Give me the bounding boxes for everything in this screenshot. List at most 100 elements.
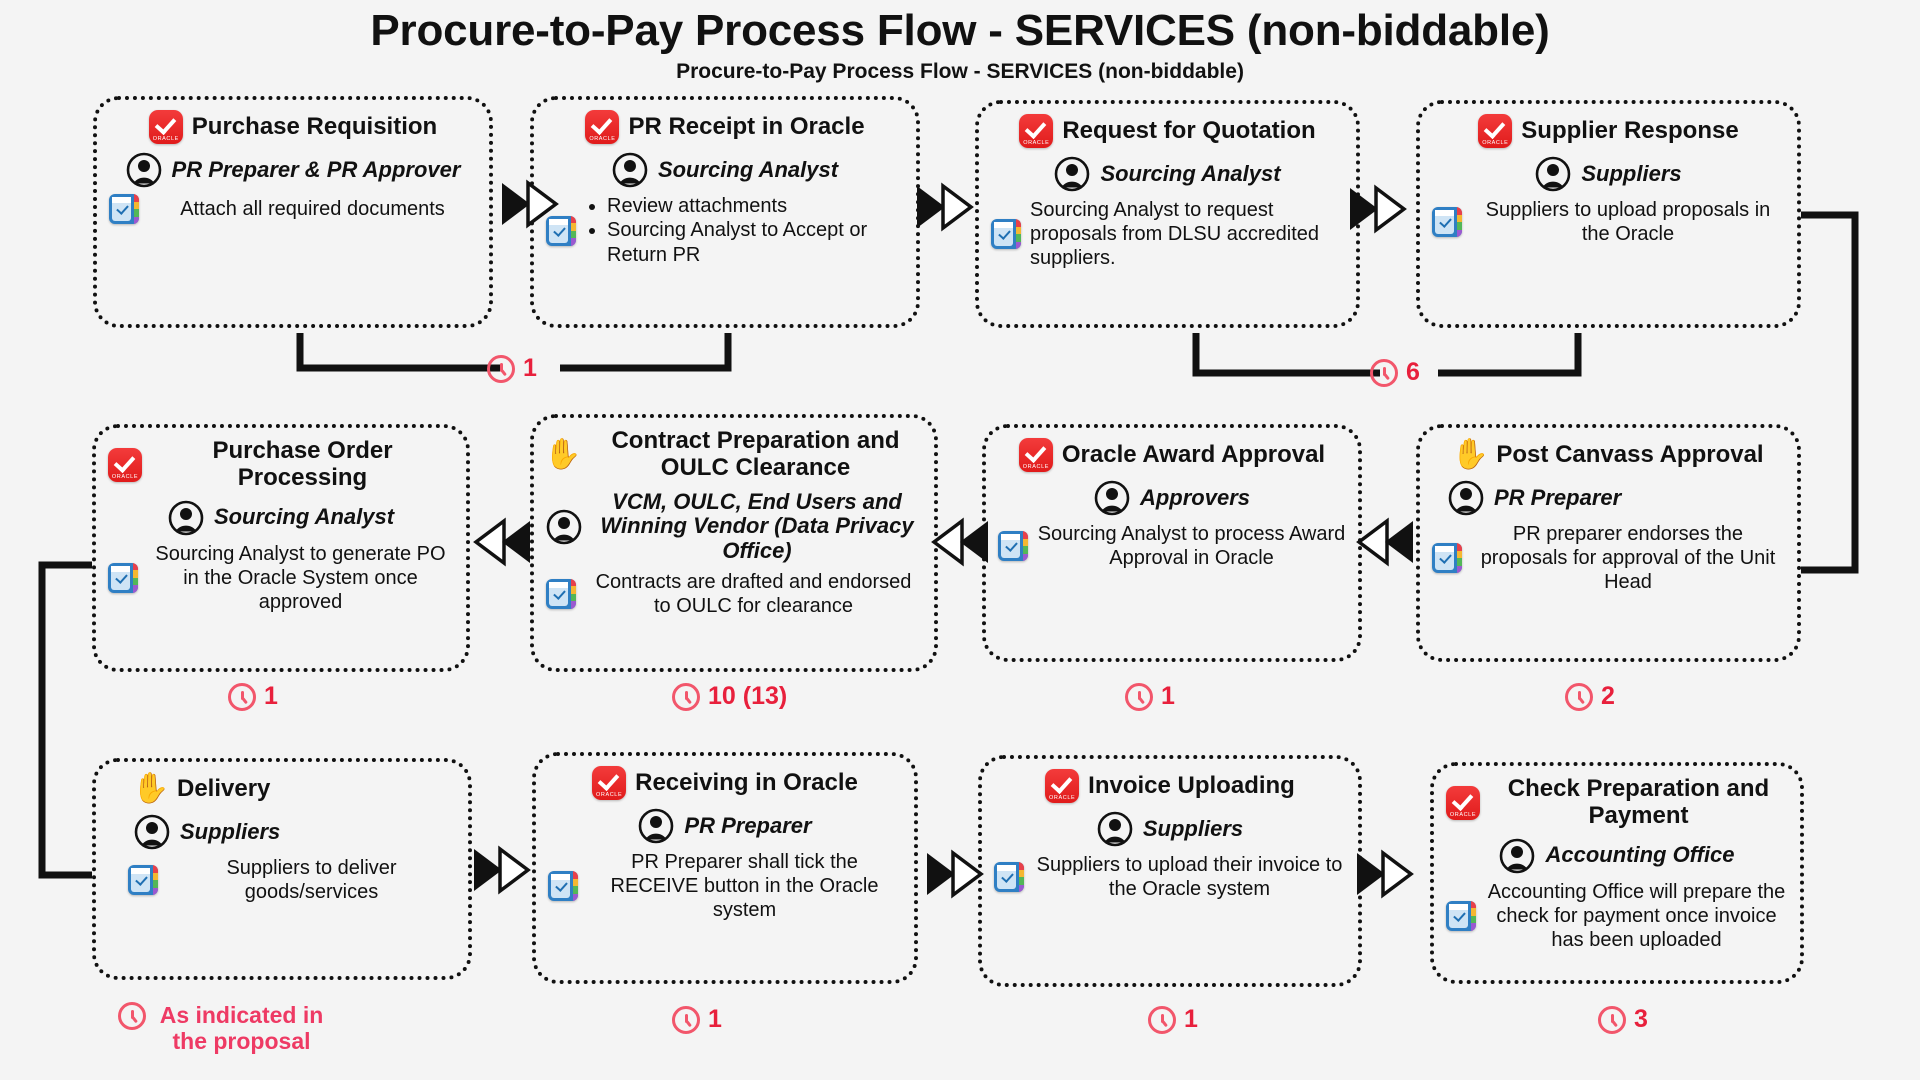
- arrow-receiving-to-invoice: [925, 845, 985, 908]
- hand-icon: ✋: [1451, 438, 1490, 471]
- step-contract-preparation-oulc-clearance[interactable]: ✋ Contract Preparation and OULC Clearanc…: [530, 414, 938, 672]
- duration-row1-mid: 1: [487, 354, 537, 383]
- hand-icon: ✋: [132, 772, 170, 805]
- clock-icon: [672, 682, 700, 711]
- notes-checklist-icon: [1432, 543, 1462, 573]
- step-actor: Suppliers: [1142, 815, 1244, 841]
- person-icon: [168, 500, 204, 536]
- step-title: Supplier Response: [1521, 116, 1739, 144]
- duration-value: 1: [708, 1005, 722, 1033]
- arrow-invoice-to-check-payment: [1355, 845, 1415, 908]
- step-actor: Approvers: [1139, 484, 1251, 510]
- step-description: Suppliers to deliver goods/services: [226, 857, 397, 903]
- step-desc-row: Suppliers to deliver goods/services: [108, 856, 456, 904]
- step-actor-row: Approvers: [998, 480, 1346, 516]
- step-title: Contract Preparation and OULC Clearance: [611, 427, 900, 481]
- step-actor-row: Sourcing Analyst: [546, 152, 904, 188]
- step-desc-row: Suppliers to upload their invoice to the…: [994, 853, 1346, 901]
- step-actor-row: VCM, OULC, End Users and Winning Vendor …: [546, 488, 922, 564]
- step-description: Accounting Office will prepare the check…: [1487, 880, 1786, 951]
- step-title: Purchase Requisition: [191, 112, 438, 140]
- step-post-canvass-approval[interactable]: ✋ Post Canvass Approval PR Preparer PR p…: [1416, 424, 1801, 662]
- step-description: Contracts are drafted and endorsed to OU…: [595, 570, 912, 617]
- step-actor: Suppliers: [180, 818, 281, 844]
- oracle-check-icon: [1019, 114, 1054, 148]
- step-actor: Sourcing Analyst: [657, 156, 839, 182]
- step-actor: Sourcing Analyst: [213, 504, 395, 530]
- person-icon: [639, 808, 674, 844]
- duration-post-canvass-approval: 2: [1565, 682, 1615, 711]
- step-title: Receiving in Oracle: [635, 768, 858, 796]
- step-title-row: Request for Quotation: [991, 114, 1344, 148]
- notes-checklist-icon: [1432, 207, 1462, 237]
- duration-receiving-in-oracle: 1: [672, 1005, 722, 1034]
- arrow-rfq-to-supplier-response: [1348, 180, 1408, 243]
- step-actor: VCM, OULC, End Users and Winning Vendor …: [600, 488, 914, 563]
- step-description-bullets: Review attachments Sourcing Analyst to A…: [585, 194, 904, 267]
- duration-value: 2: [1601, 682, 1615, 710]
- duration-delivery: As indicated in the proposal: [118, 1002, 329, 1055]
- step-title: Post Canvass Approval: [1496, 440, 1764, 468]
- step-supplier-response[interactable]: Supplier Response Suppliers Suppliers to…: [1416, 100, 1801, 328]
- step-actor: PR Preparer: [684, 812, 812, 838]
- oracle-check-icon: [592, 766, 627, 800]
- duration-value: 10 (13): [708, 682, 788, 710]
- step-pr-receipt-in-oracle[interactable]: PR Receipt in Oracle Sourcing Analyst Re…: [530, 96, 920, 328]
- step-actor: PR Preparer: [1494, 484, 1622, 510]
- step-title-row: Purchase Requisition: [109, 110, 477, 144]
- duration-value: 3: [1634, 1005, 1648, 1033]
- step-title-row: Supplier Response: [1432, 114, 1785, 148]
- oracle-check-icon: [108, 447, 142, 482]
- step-actor-row: PR Preparer: [548, 808, 902, 844]
- step-check-preparation-and-payment[interactable]: Check Preparation and Payment Accounting…: [1430, 762, 1804, 984]
- step-desc-row: Sourcing Analyst to generate PO in the O…: [108, 542, 454, 614]
- duration-purchase-order-processing: 1: [228, 682, 278, 711]
- step-invoice-uploading[interactable]: Invoice Uploading Suppliers Suppliers to…: [978, 755, 1362, 987]
- notes-checklist-icon: [108, 562, 138, 593]
- person-icon: [612, 152, 648, 188]
- step-desc-row: Accounting Office will prepare the check…: [1446, 880, 1788, 952]
- clock-icon: [1148, 1005, 1176, 1034]
- step-description: Attach all required documents: [180, 198, 445, 220]
- step-title-row: ✋ Post Canvass Approval: [1432, 438, 1785, 472]
- step-oracle-award-approval[interactable]: Oracle Award Approval Approvers Sourcing…: [982, 424, 1362, 662]
- step-purchase-order-processing[interactable]: Purchase Order Processing Sourcing Analy…: [92, 424, 470, 672]
- notes-checklist-icon: [998, 531, 1028, 561]
- person-icon: [546, 509, 582, 544]
- step-purchase-requisition[interactable]: Purchase Requisition PR Preparer & PR Ap…: [93, 96, 493, 328]
- step-desc-row: PR Preparer shall tick the RECEIVE butto…: [548, 850, 902, 922]
- step-description: Suppliers to upload proposals in the Ora…: [1485, 199, 1771, 245]
- step-delivery[interactable]: ✋ Delivery Suppliers Suppliers to delive…: [92, 758, 472, 980]
- notes-checklist-icon: [128, 865, 158, 895]
- notes-checklist-icon: [1446, 900, 1476, 931]
- step-actor-row: Suppliers: [1432, 156, 1785, 192]
- page-title: Procure-to-Pay Process Flow - SERVICES (…: [370, 6, 1550, 55]
- duration-invoice-uploading: 1: [1148, 1005, 1198, 1034]
- arrow-receipt-to-rfq: [915, 178, 975, 241]
- oracle-check-icon: [1446, 785, 1480, 820]
- notes-checklist-icon: [546, 578, 576, 609]
- step-desc-row: PR preparer endorses the proposals for a…: [1432, 522, 1785, 594]
- step-description: PR preparer endorses the proposals for a…: [1480, 523, 1776, 593]
- step-desc-row: Sourcing Analyst to process Award Approv…: [998, 522, 1346, 570]
- duration-value: 6: [1406, 358, 1420, 386]
- oracle-check-icon: [1045, 769, 1080, 803]
- step-title: Request for Quotation: [1062, 116, 1316, 144]
- step-desc-row: Attach all required documents: [109, 194, 477, 224]
- step-actor-row: Suppliers: [108, 814, 456, 850]
- person-icon: [1094, 480, 1130, 516]
- clock-icon: [1125, 682, 1153, 711]
- clock-icon: [1370, 358, 1398, 387]
- step-description: Sourcing Analyst to generate PO in the O…: [155, 542, 446, 613]
- step-description: Suppliers to upload their invoice to the…: [1036, 854, 1343, 900]
- oracle-check-icon: [148, 110, 183, 144]
- duration-row1-right: 6: [1370, 358, 1420, 387]
- notes-checklist-icon: [991, 219, 1021, 249]
- duration-oracle-award-approval: 1: [1125, 682, 1175, 711]
- notes-checklist-icon: [548, 871, 578, 901]
- step-receiving-in-oracle[interactable]: Receiving in Oracle PR Preparer PR Prepa…: [532, 752, 918, 984]
- oracle-check-icon: [1478, 114, 1513, 148]
- step-request-for-quotation[interactable]: Request for Quotation Sourcing Analyst S…: [975, 100, 1360, 328]
